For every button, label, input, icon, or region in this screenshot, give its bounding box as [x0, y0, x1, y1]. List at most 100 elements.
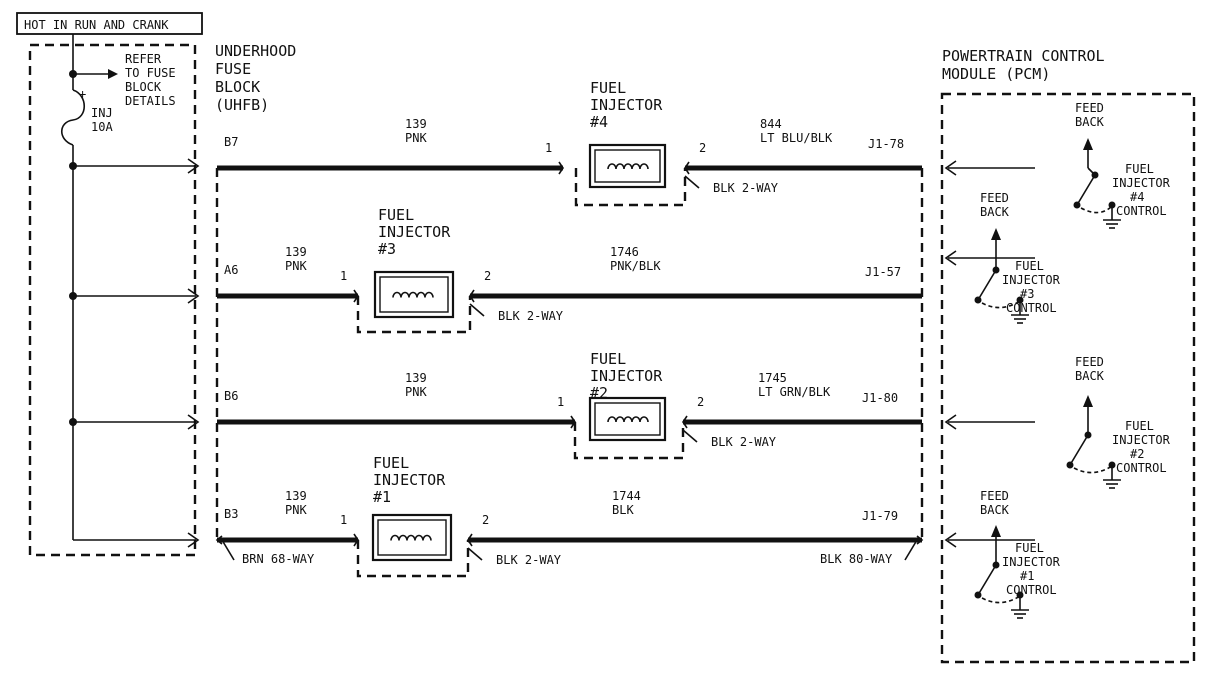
refer-arrow-icon	[108, 69, 118, 79]
fuse-icon	[60, 89, 86, 146]
injector-title-line1: FUEL	[590, 79, 626, 97]
injector-title-line2: INJECTOR	[590, 96, 663, 114]
feedback-label-line1: FEED	[980, 489, 1009, 503]
fuse-block-pin: B3	[224, 507, 238, 521]
feedback-label-line1: FEED	[1075, 101, 1104, 115]
control-circuit-number: 844	[760, 117, 782, 131]
injector-title-line1: FUEL	[378, 206, 414, 224]
pcm-connector: BLK 80-WAY	[820, 168, 924, 566]
control-wire-color: BLK	[612, 503, 634, 517]
coil-icon	[390, 534, 432, 541]
control-wire-color: PNK/BLK	[610, 259, 661, 273]
refer-line1: REFER	[125, 52, 162, 66]
pcm-input-arrow-icon	[944, 160, 957, 176]
injector-title-line1: FUEL	[373, 454, 409, 472]
injector-pin2: 2	[482, 513, 489, 527]
coil-icon	[607, 416, 649, 423]
pcm-pin: J1-80	[862, 391, 898, 405]
fuel-injector-icon	[588, 143, 667, 189]
control-circuit-number: 1746	[610, 245, 639, 259]
injector-title-line2: INJECTOR	[590, 367, 663, 385]
control-label-line3: #3	[1020, 287, 1034, 301]
pcm-pin: J1-78	[868, 137, 904, 151]
coil-icon	[392, 291, 434, 298]
feed-circuit-number: 139	[405, 371, 427, 385]
blk-80-way-label: BLK 80-WAY	[820, 552, 893, 566]
uhfb-label-line1: UNDERHOOD	[215, 42, 296, 60]
feed-wire-color: PNK	[405, 385, 427, 399]
control-label-line4: CONTROL	[1006, 301, 1057, 315]
injector-connector-label: BLK 2-WAY	[711, 435, 777, 449]
feedback-label-line1: FEED	[980, 191, 1009, 205]
uhfb-label-line3: BLOCK	[215, 78, 260, 96]
feedback-label-line2: BACK	[1075, 115, 1105, 129]
control-label-line2: INJECTOR	[1002, 273, 1061, 287]
control-label-line3: #1	[1020, 569, 1034, 583]
control-label-line2: INJECTOR	[1002, 555, 1061, 569]
fuse-name-line2: 10A	[91, 120, 113, 134]
control-label-line2: INJECTOR	[1112, 176, 1171, 190]
driver-switch-icon	[1069, 434, 1089, 466]
control-label-line4: CONTROL	[1116, 204, 1167, 218]
power-source: HOT IN RUN AND CRANK	[16, 12, 203, 45]
pcm-input-arrow-icon	[944, 250, 957, 266]
feed-wire-color: PNK	[285, 259, 307, 273]
control-circuit-number: 1744	[612, 489, 641, 503]
feedback-label-line2: BACK	[980, 503, 1010, 517]
brn-68-way-label: BRN 68-WAY	[242, 552, 315, 566]
driver-switch-icon	[1076, 174, 1096, 206]
injector-connector-label: BLK 2-WAY	[498, 309, 564, 323]
control-label-line3: #4	[1130, 190, 1144, 204]
injector-pin1: 1	[545, 141, 552, 155]
injector-title-line1: FUEL	[590, 350, 626, 368]
injector-number: #2	[590, 384, 608, 402]
injector-connector-outline	[356, 540, 470, 578]
feedback-label-line2: BACK	[1075, 369, 1105, 383]
pcm-pin: J1-79	[862, 509, 898, 523]
injector-number: #1	[373, 488, 391, 506]
driver-switch-icon	[977, 564, 997, 596]
fuse-plus: +	[79, 87, 86, 101]
control-circuit-number: 1745	[758, 371, 787, 385]
injector-pin1: 1	[340, 269, 347, 283]
injector-pin2: 2	[699, 141, 706, 155]
fuel-injector-icon	[588, 396, 667, 442]
injector-connector-outline	[573, 422, 685, 460]
injector-pin2: 2	[484, 269, 491, 283]
coil-icon	[607, 163, 649, 170]
injector-number: #3	[378, 240, 396, 258]
pcm-module: POWERTRAIN CONTROL MODULE (PCM)	[940, 47, 1196, 664]
injector-title-line2: INJECTOR	[378, 223, 451, 241]
uhfb-label-line4: (UHFB)	[215, 96, 269, 114]
feed-circuit-number: 139	[285, 489, 307, 503]
control-label-line1: FUEL	[1015, 541, 1044, 555]
injector-connector-outline	[356, 296, 472, 334]
fuse-block-pin: B6	[224, 389, 238, 403]
pcm-pin: J1-57	[865, 265, 901, 279]
refer-line2: TO FUSE	[125, 66, 176, 80]
refer-line3: BLOCK	[125, 80, 162, 94]
control-label-line3: #2	[1130, 447, 1144, 461]
injector-connector-outline	[574, 168, 687, 207]
injector-number: #4	[590, 113, 608, 131]
injector-pin1: 1	[340, 513, 347, 527]
feed-circuit-number: 139	[285, 245, 307, 259]
feedback-label-line2: BACK	[980, 205, 1010, 219]
fuse-block-pin: B7	[224, 135, 238, 149]
control-label-line1: FUEL	[1015, 259, 1044, 273]
control-label-line2: INJECTOR	[1112, 433, 1171, 447]
control-label-line4: CONTROL	[1006, 583, 1057, 597]
control-label-line1: FUEL	[1125, 419, 1154, 433]
fuse-name-line1: INJ	[91, 106, 113, 120]
control-label-line1: FUEL	[1125, 162, 1154, 176]
fuel-injector-icon	[373, 270, 455, 319]
power-source-label: HOT IN RUN AND CRANK	[24, 18, 169, 32]
control-label-line4: CONTROL	[1116, 461, 1167, 475]
driver-switch-icon	[977, 269, 997, 301]
